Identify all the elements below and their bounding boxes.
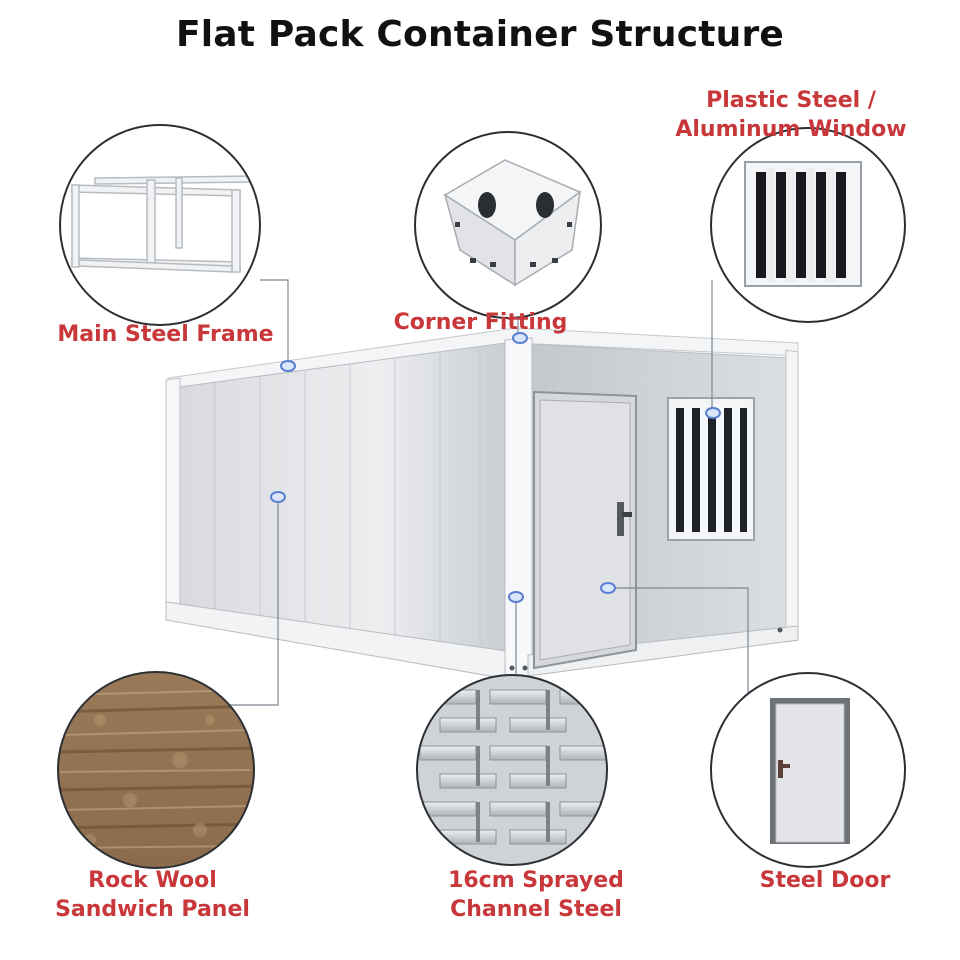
label-text: 16cm Sprayed (448, 868, 624, 893)
label-text: Plastic Steel / (706, 88, 876, 113)
rock-wool-circle (57, 671, 255, 869)
label-text: Channel Steel (450, 897, 622, 922)
label-text: Sandwich Panel (55, 897, 250, 922)
corner-fitting-circle (414, 131, 602, 319)
label-text: Main Steel Frame (57, 322, 274, 347)
label-window: Plastic Steel / Aluminum Window (660, 86, 922, 144)
label-text: Aluminum Window (675, 117, 907, 142)
label-rock-wool: Rock Wool Sandwich Panel (45, 866, 260, 924)
page-title: Flat Pack Container Structure (175, 14, 785, 55)
steel-door-circle (710, 672, 906, 868)
label-text: Rock Wool (88, 868, 217, 893)
label-main-steel-frame: Main Steel Frame (48, 320, 283, 349)
channel-steel-circle (416, 674, 608, 866)
label-channel-steel: 16cm Sprayed Channel Steel (425, 866, 647, 924)
container-body (165, 327, 799, 683)
pointer-dots (270, 332, 721, 603)
window-circle (710, 127, 906, 323)
label-corner-fitting: Corner Fitting (383, 308, 578, 337)
label-text: Steel Door (759, 868, 891, 893)
label-steel-door: Steel Door (745, 866, 905, 895)
label-text: Corner Fitting (393, 310, 568, 335)
frame-detail-circle (59, 124, 261, 326)
